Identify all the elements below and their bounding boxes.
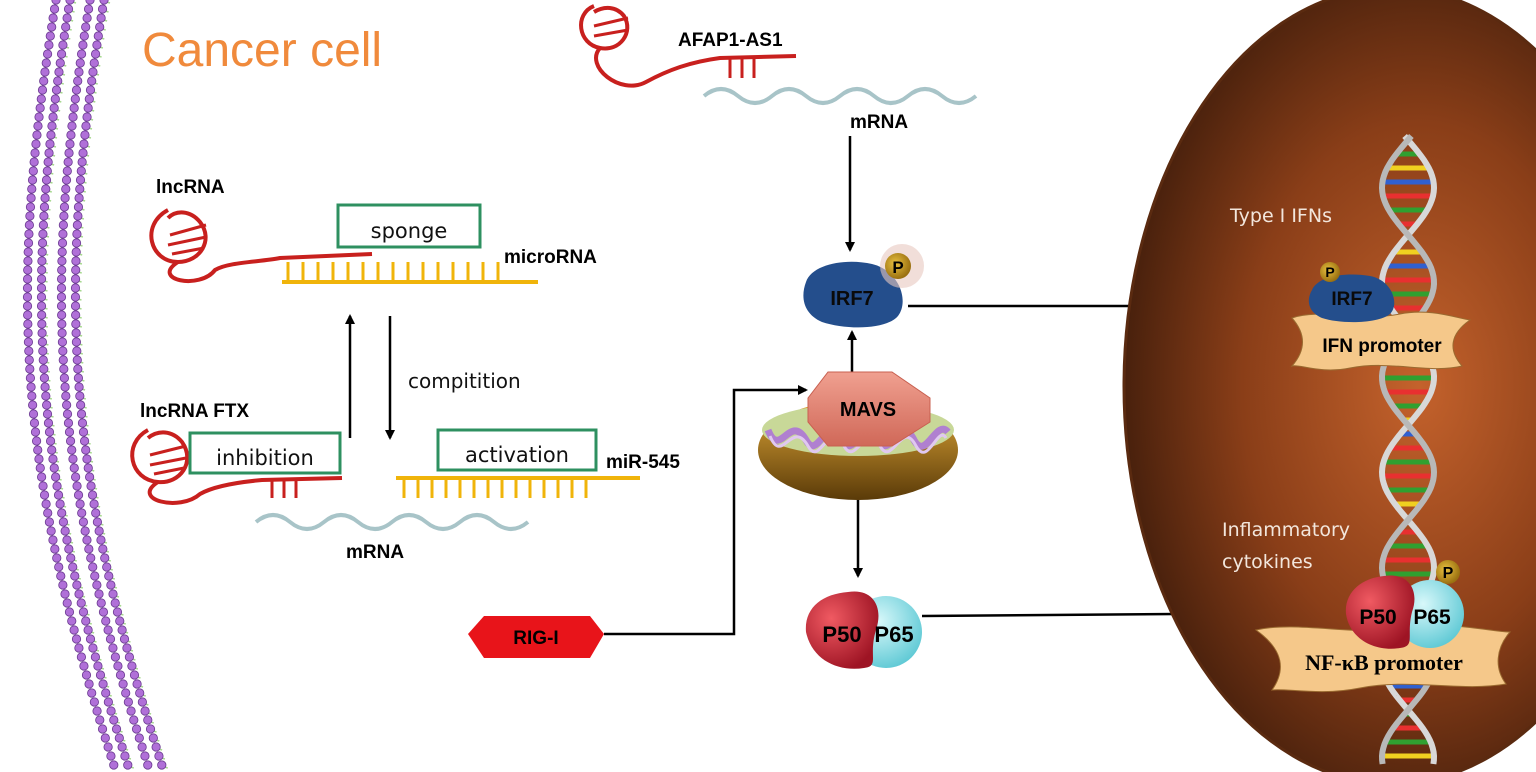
competition-label: compitition xyxy=(408,369,521,393)
p50-nucleus-subunit xyxy=(1345,575,1415,649)
mir545-label: miR-545 xyxy=(606,452,680,473)
lncrna-label: lncRNA xyxy=(156,177,225,198)
phospho-nucleus-icon xyxy=(1320,262,1340,282)
sponge-label: sponge xyxy=(371,219,448,243)
p50-p65-nucleus-complex: P50 P65 P xyxy=(1345,560,1464,649)
mir545-strand xyxy=(396,476,640,498)
phospho-icon xyxy=(885,253,911,279)
sponge-box xyxy=(336,203,482,249)
ifn-promoter-shape xyxy=(1290,311,1472,371)
lncrna-sponge-group: lncRNA sponge microRNA xyxy=(149,177,597,284)
phospho-nucleus2-icon xyxy=(1436,560,1460,584)
line-nfkb-to-nucleus xyxy=(921,612,1177,618)
microrna-strand xyxy=(282,262,538,284)
cell-membrane xyxy=(22,0,168,770)
p50-label: P50 xyxy=(822,622,861,647)
activation-box xyxy=(436,428,598,472)
phospho-nucleus-label: P xyxy=(1325,264,1334,280)
rigi-label: RIG-I xyxy=(513,628,558,649)
p65-label: P65 xyxy=(874,622,913,647)
mrna-label-left: mRNA xyxy=(346,542,404,563)
inhibition-box xyxy=(188,431,342,475)
lncrna-hairpin-icon xyxy=(149,208,373,283)
inhibition-label: inhibition xyxy=(216,446,314,470)
p50-subunit xyxy=(805,591,879,669)
phospho-nucleus2-label: P xyxy=(1443,565,1454,582)
arrow-rigi-to-mavs xyxy=(604,385,808,636)
mrna-wave-left xyxy=(254,513,530,531)
activation-label: activation xyxy=(465,443,569,467)
mrna-label-top: mRNA xyxy=(850,112,908,133)
p50-p65-complex: P50 P65 xyxy=(805,591,922,669)
lncrna-ftx-hairpin-icon xyxy=(130,428,343,505)
irf7-nucleus-label: IRF7 xyxy=(1331,289,1372,310)
type1-ifn-label: Type I IFNs xyxy=(1229,205,1332,227)
mavs-protein xyxy=(807,371,931,447)
lncrna-ftx-label: lncRNA FTX xyxy=(140,401,249,422)
cytokines-label: cytokines xyxy=(1222,551,1313,573)
rigi-protein xyxy=(468,616,604,658)
competition-arrows xyxy=(345,314,395,440)
irf7-label: IRF7 xyxy=(830,288,873,310)
mavs-label: MAVS xyxy=(840,399,896,421)
afap1-as1-label: AFAP1-AS1 xyxy=(678,30,783,51)
microrna-label: microRNA xyxy=(504,247,597,268)
irf7-protein xyxy=(803,261,903,328)
inflammatory-label: Inflammatory xyxy=(1222,519,1350,541)
phospho-label: P xyxy=(892,258,903,277)
mrna-wave-top xyxy=(702,87,978,105)
irf7-nucleus-protein xyxy=(1308,274,1395,323)
p50-nucleus-label: P50 xyxy=(1359,606,1396,629)
p65-nucleus-label: P65 xyxy=(1413,606,1451,629)
ifn-promoter-label: IFN promoter xyxy=(1322,336,1442,357)
diagram-title: Cancer cell xyxy=(142,24,382,77)
nfkb-promoter-label: NF-κB promoter xyxy=(1305,650,1463,675)
afap1-as1-hairpin-icon xyxy=(579,4,797,88)
